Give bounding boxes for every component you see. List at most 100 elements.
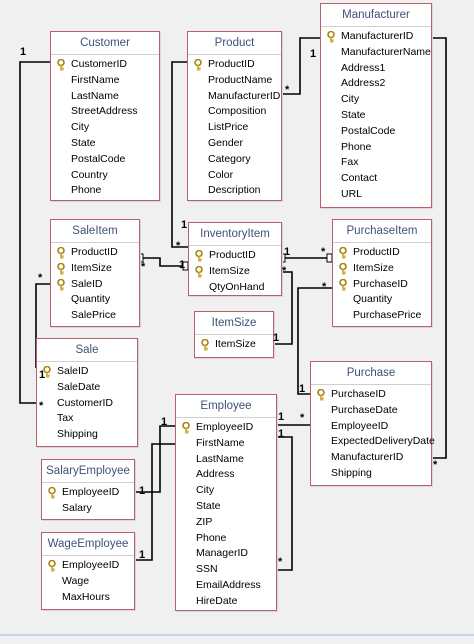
field-row[interactable]: CustomerID xyxy=(51,57,159,73)
field-row[interactable]: Quantity xyxy=(51,292,139,308)
field-row[interactable]: Fax xyxy=(321,155,431,171)
field-row[interactable]: Phone xyxy=(176,531,276,547)
field-row[interactable]: City xyxy=(321,92,431,108)
field-row[interactable]: ItemSize xyxy=(195,337,273,353)
table-itemsize[interactable]: ItemSize ItemSize xyxy=(194,311,274,358)
field-row[interactable]: FirstName xyxy=(176,436,276,452)
field-row[interactable]: ItemSize xyxy=(333,261,431,277)
field-row[interactable]: LastName xyxy=(176,452,276,468)
field-row[interactable]: EmployeeID xyxy=(311,419,431,435)
field-row[interactable]: Composition xyxy=(188,104,281,120)
field-row[interactable]: FirstName xyxy=(51,73,159,89)
field-row[interactable]: URL xyxy=(321,187,431,203)
field-row[interactable]: ManufacturerID xyxy=(321,29,431,45)
field-row[interactable]: ProductID xyxy=(189,248,281,264)
field-row[interactable]: SaleDate xyxy=(37,380,137,396)
field-row[interactable]: State xyxy=(321,108,431,124)
key-icon xyxy=(181,421,191,434)
field-row[interactable]: SalePrice xyxy=(51,308,139,324)
field-row[interactable]: PostalCode xyxy=(51,152,159,168)
field-row[interactable]: EmployeeID xyxy=(176,420,276,436)
rel-employee-manager[interactable] xyxy=(275,436,293,571)
field-row[interactable]: Tax xyxy=(37,411,137,427)
field-row[interactable]: Color xyxy=(188,168,281,184)
field-row[interactable]: EmployeeID xyxy=(42,485,134,501)
cardinality-many: * xyxy=(300,412,305,424)
field-row[interactable]: ManufacturerID xyxy=(188,89,281,105)
field-row[interactable]: MaxHours xyxy=(42,590,134,606)
field-name: PostalCode xyxy=(71,152,126,165)
field-row[interactable]: Category xyxy=(188,152,281,168)
field-row[interactable]: State xyxy=(51,136,159,152)
field-name: Phone xyxy=(196,531,227,544)
field-row[interactable]: State xyxy=(176,499,276,515)
field-row[interactable]: ListPrice xyxy=(188,120,281,136)
field-row[interactable]: PurchasePrice xyxy=(333,308,431,324)
field-row[interactable]: PostalCode xyxy=(321,124,431,140)
field-row[interactable]: ManufacturerID xyxy=(311,450,431,466)
field-row[interactable]: EmailAddress xyxy=(176,578,276,594)
field-row[interactable]: SaleID xyxy=(37,364,137,380)
field-row[interactable]: Gender xyxy=(188,136,281,152)
field-row[interactable]: StreetAddress xyxy=(51,104,159,120)
field-row[interactable]: ItemSize xyxy=(51,261,139,277)
field-row[interactable]: HireDate xyxy=(176,594,276,610)
field-row[interactable]: ManufacturerName xyxy=(321,45,431,61)
field-row[interactable]: EmployeeID xyxy=(42,558,134,574)
rel-manufacturer-purchase[interactable] xyxy=(430,37,447,459)
field-row[interactable]: Contact xyxy=(321,171,431,187)
field-row[interactable]: ProductName xyxy=(188,73,281,89)
field-row[interactable]: Description xyxy=(188,183,281,199)
field-name: SalePrice xyxy=(71,309,116,322)
field-row[interactable]: ExpectedDeliveryDate xyxy=(311,434,435,450)
rel-saleitem-inventory[interactable] xyxy=(138,257,188,267)
rel-purchase-purchaseitem[interactable] xyxy=(297,287,332,395)
field-row[interactable]: ProductID xyxy=(51,245,139,261)
field-row[interactable]: Address2 xyxy=(321,76,431,92)
field-row[interactable]: ManagerID xyxy=(176,546,276,562)
field-row[interactable]: PurchaseDate xyxy=(311,403,431,419)
field-row[interactable]: SaleID xyxy=(51,277,139,293)
field-row[interactable]: Country xyxy=(51,168,159,184)
field-row[interactable]: Shipping xyxy=(311,466,431,482)
field-row[interactable]: PurchaseID xyxy=(311,387,431,403)
field-row[interactable]: ZIP xyxy=(176,515,276,531)
rel-employee-salary[interactable] xyxy=(133,425,175,493)
field-row[interactable]: Address xyxy=(176,467,276,483)
field-row[interactable]: PurchaseID xyxy=(333,277,431,293)
rel-customer-sale[interactable] xyxy=(19,61,50,404)
field-row[interactable]: QtyOnHand xyxy=(189,280,281,296)
rel-itemsize-inventory[interactable] xyxy=(272,271,293,345)
rel-product-inventory[interactable] xyxy=(171,61,188,248)
field-row[interactable]: Address1 xyxy=(321,61,431,77)
field-row[interactable]: City xyxy=(51,120,159,136)
field-row[interactable]: City xyxy=(176,483,276,499)
rel-employee-wage[interactable] xyxy=(133,443,175,561)
rel-product-manufacturer[interactable] xyxy=(280,37,320,95)
field-row[interactable]: SSN xyxy=(176,562,276,578)
cardinality-one: 1 xyxy=(161,416,168,428)
field-row[interactable]: CustomerID xyxy=(37,396,137,412)
field-name: Contact xyxy=(341,172,378,185)
field-row[interactable]: Salary xyxy=(42,501,134,517)
field-row[interactable]: Phone xyxy=(51,183,159,199)
field-row[interactable]: Phone xyxy=(321,140,431,156)
field-row[interactable]: LastName xyxy=(51,89,159,105)
field-row[interactable]: Quantity xyxy=(333,292,431,308)
field-row[interactable]: Wage xyxy=(42,574,134,590)
field-row[interactable]: Shipping xyxy=(37,427,137,443)
field-row[interactable]: ProductID xyxy=(333,245,431,261)
field-row[interactable]: ItemSize xyxy=(189,264,281,280)
field-row[interactable]: ProductID xyxy=(188,57,281,73)
